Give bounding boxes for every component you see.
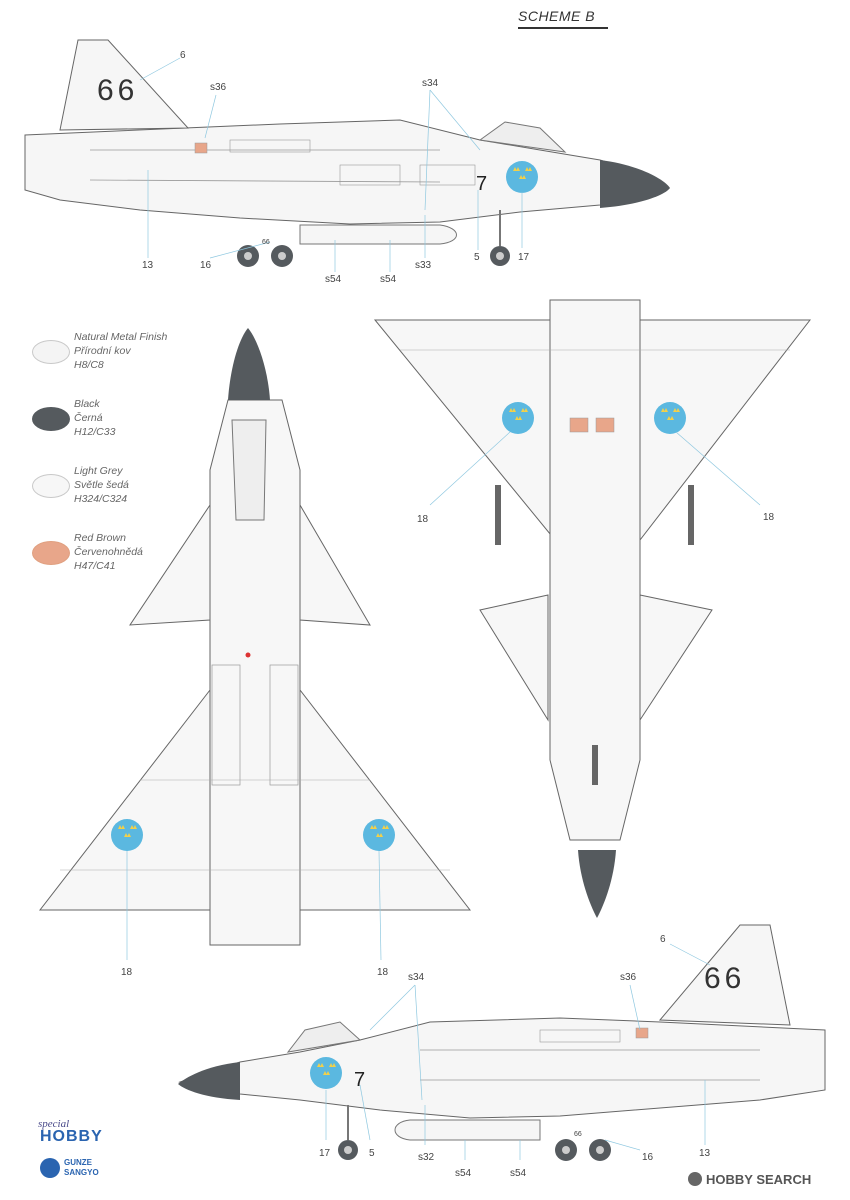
callout-s54a-top: s54 bbox=[325, 274, 342, 285]
gunze-mark-icon bbox=[40, 1158, 60, 1178]
legend-czech: Světle šedá bbox=[74, 479, 129, 491]
side-view-bottom bbox=[178, 924, 826, 1161]
hobby-search-watermark: HOBBY SEARCH bbox=[706, 1172, 812, 1187]
callout-s34-bottom: s34 bbox=[408, 972, 425, 983]
callout-13-bottom: 13 bbox=[699, 1148, 711, 1159]
legend-name: Red Brown bbox=[74, 532, 126, 544]
scheme-title: SCHEME B bbox=[518, 8, 596, 24]
callout-16-bottom: 16 bbox=[642, 1152, 654, 1163]
legend-code: H8/C8 bbox=[74, 359, 104, 371]
callout-18a-topview: 18 bbox=[121, 967, 133, 978]
light-grey-swatch bbox=[32, 474, 70, 498]
callout-18a-bottomview: 18 bbox=[417, 514, 429, 525]
callout-s36-bottom: s36 bbox=[620, 972, 637, 983]
side-view-top bbox=[24, 39, 670, 272]
callout-s54b-top: s54 bbox=[380, 274, 397, 285]
callout-5-top: 5 bbox=[474, 252, 480, 263]
bottom-view bbox=[373, 299, 812, 918]
legend-item-red-brown: Red Brown Červenohnědá H47/C41 bbox=[30, 531, 200, 587]
tail-code-top: 66 bbox=[97, 74, 138, 107]
legend-code: H324/C324 bbox=[74, 493, 128, 505]
legend-text: Light Grey Světle šedá H324/C324 bbox=[74, 464, 129, 506]
callout-17-top: 17 bbox=[518, 252, 530, 263]
small-code-top: 66 bbox=[262, 239, 270, 246]
legend-code: H12/C33 bbox=[74, 426, 116, 438]
callout-6-top: 6 bbox=[180, 50, 186, 61]
top-view bbox=[38, 328, 472, 961]
callout-18b-topview: 18 bbox=[377, 967, 389, 978]
legend-czech: Červenohnědá bbox=[74, 546, 143, 558]
callout-s54b-bottom: s54 bbox=[510, 1168, 527, 1179]
legend-text: Natural Metal Finish Přírodní kov H8/C8 bbox=[74, 330, 167, 372]
legend-name: Black bbox=[74, 398, 100, 410]
legend-text: Red Brown Červenohnědá H47/C41 bbox=[74, 531, 143, 573]
legend-item-natural-metal: Natural Metal Finish Přírodní kov H8/C8 bbox=[30, 330, 200, 386]
callout-s32-bottom: s32 bbox=[418, 1152, 435, 1163]
legend-name: Natural Metal Finish bbox=[74, 331, 168, 343]
special-logo-text: special bbox=[38, 1118, 70, 1130]
black-swatch bbox=[32, 407, 70, 431]
legend-item-light-grey: Light Grey Světle šedá H324/C324 bbox=[30, 464, 200, 520]
callout-s34-top: s34 bbox=[422, 78, 439, 89]
callout-16-top: 16 bbox=[200, 260, 212, 271]
nose-number-bottom: 7 bbox=[354, 1069, 365, 1091]
legend-item-black: Black Černá H12/C33 bbox=[30, 397, 200, 453]
legend-code: H47/C41 bbox=[74, 560, 116, 572]
small-code-bottom: 66 bbox=[574, 1131, 582, 1138]
hobby-logo-text: HOBBY bbox=[40, 1128, 103, 1145]
callout-17-bottom: 17 bbox=[319, 1148, 331, 1159]
callout-s36-top: s36 bbox=[210, 82, 227, 93]
callout-s54a-bottom: s54 bbox=[455, 1168, 472, 1179]
color-legend: Natural Metal Finish Přírodní kov H8/C8 … bbox=[30, 330, 200, 598]
callout-6-bottom: 6 bbox=[660, 934, 666, 945]
red-brown-swatch bbox=[32, 541, 70, 565]
nose-number-top: 7 bbox=[476, 173, 487, 195]
gunze-text: GUNZE SANGYO bbox=[64, 1158, 99, 1178]
callout-18b-bottomview: 18 bbox=[763, 512, 775, 523]
gunze-line1: GUNZE bbox=[64, 1158, 92, 1167]
gunze-line2: SANGYO bbox=[64, 1168, 99, 1177]
gunze-sangyo-logo: GUNZE SANGYO bbox=[40, 1156, 114, 1182]
hobby-search-logo-icon bbox=[688, 1172, 702, 1186]
scheme-underline bbox=[518, 27, 608, 29]
callout-5-bottom: 5 bbox=[369, 1148, 375, 1159]
callout-s33-top: s33 bbox=[415, 260, 432, 271]
legend-czech: Černá bbox=[74, 412, 103, 424]
tail-code-bottom: 66 bbox=[704, 962, 745, 995]
legend-name: Light Grey bbox=[74, 465, 123, 477]
legend-czech: Přírodní kov bbox=[74, 345, 131, 357]
callout-13-top: 13 bbox=[142, 260, 154, 271]
legend-text: Black Černá H12/C33 bbox=[74, 397, 115, 439]
natural-metal-swatch bbox=[32, 340, 70, 364]
